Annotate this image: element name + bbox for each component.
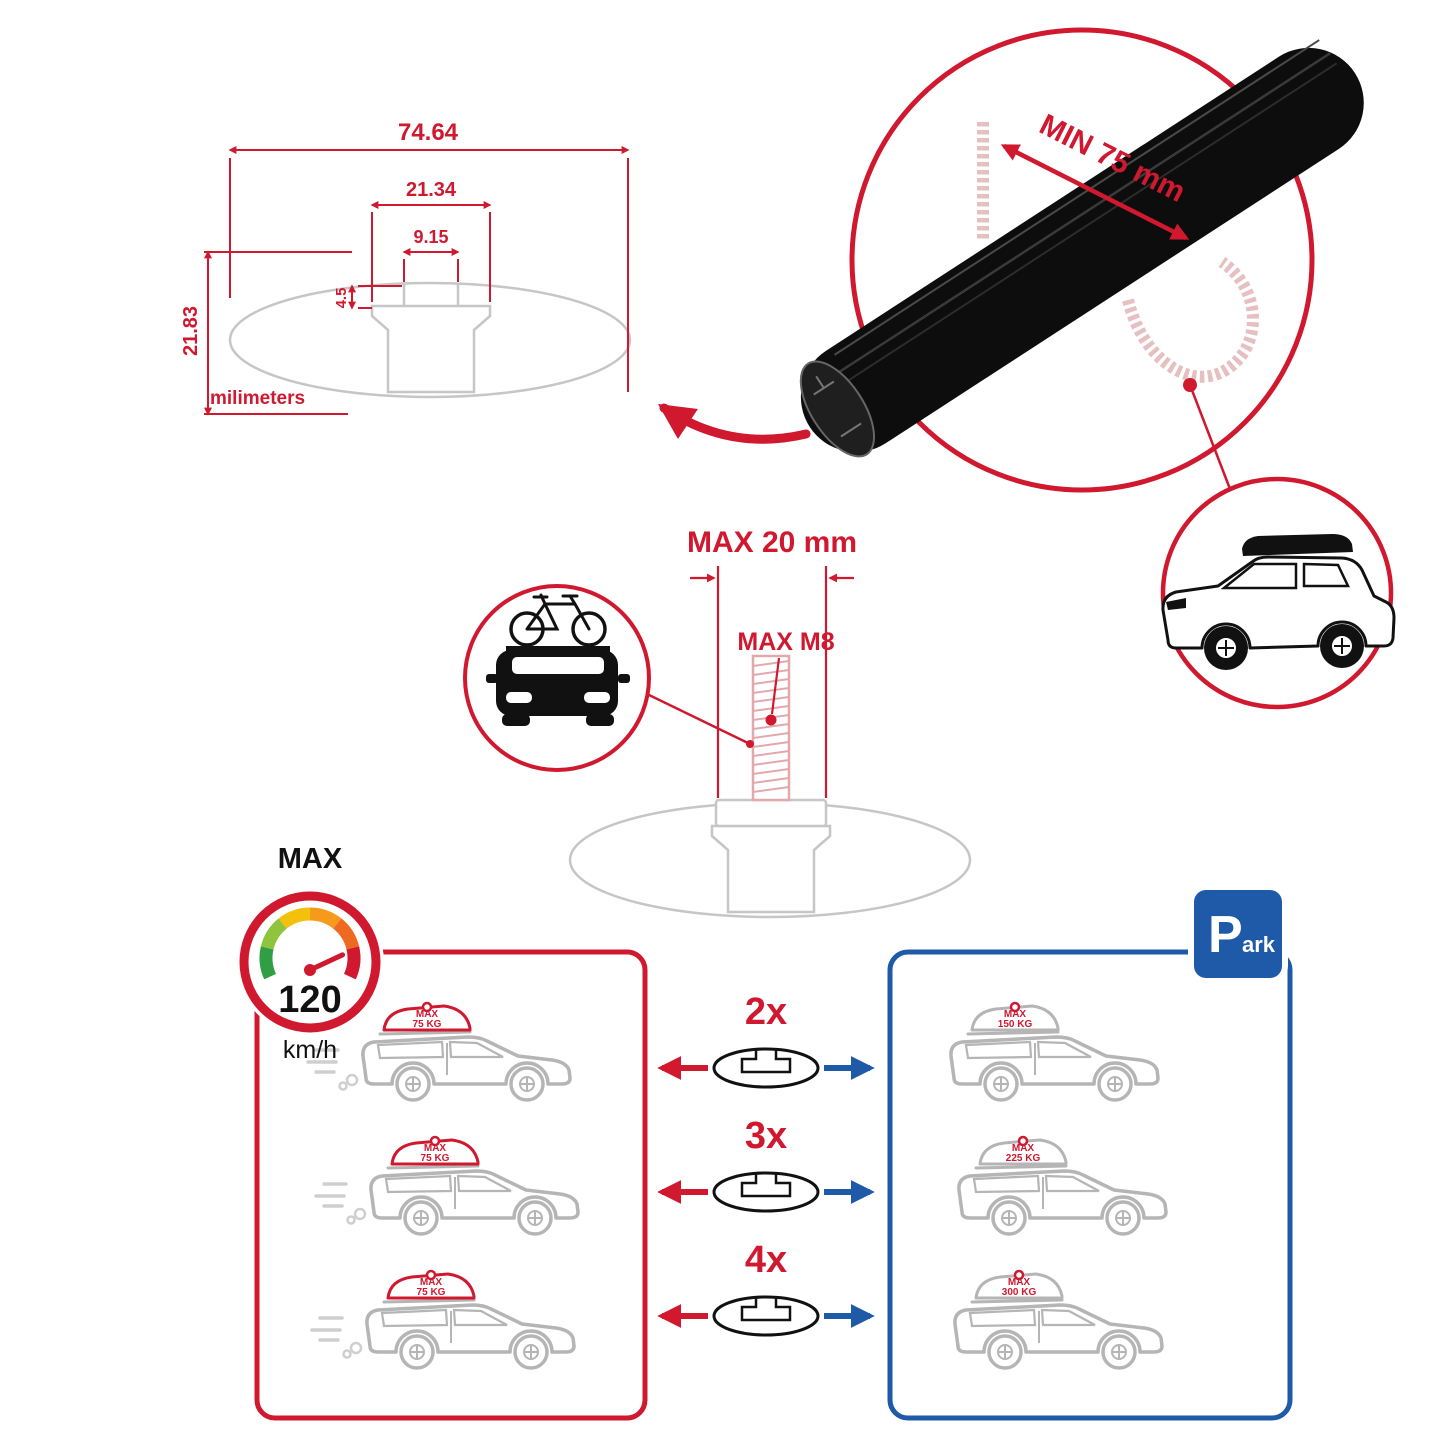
count-label-3x: 3x bbox=[745, 1115, 787, 1157]
bolt-profile-channel bbox=[710, 824, 832, 914]
roof-cargo: MAX 150 KG bbox=[970, 1001, 1060, 1032]
speed-value: 120 bbox=[278, 979, 341, 1021]
parked-car-row-2: MAX 225 KG bbox=[957, 1135, 1168, 1236]
bar-end-face bbox=[799, 360, 876, 458]
bike-icon bbox=[509, 593, 607, 647]
cargo-max-label: MAX bbox=[1008, 1277, 1031, 1288]
unit-label: milimeters bbox=[210, 388, 305, 409]
roof-cargo: MAX 75 KG bbox=[386, 1269, 476, 1300]
dim-label-overall-width: 74.64 bbox=[398, 119, 459, 146]
driving-car-row-3: MAX 75 KG bbox=[310, 1269, 576, 1370]
cargo-max-label: MAX bbox=[424, 1143, 447, 1154]
bike-car-badge bbox=[463, 584, 754, 772]
cargo-load-label: 75 KG bbox=[421, 1153, 450, 1164]
car-front-icon bbox=[486, 646, 630, 726]
detail-circle bbox=[849, 27, 1315, 493]
cargo-load-label: 75 KG bbox=[417, 1287, 446, 1298]
park-sign-letter: P bbox=[1208, 906, 1243, 964]
profile-dimension-diagram: 74.64 21.34 9.15 4.5 21.83 milimeters bbox=[180, 119, 811, 444]
roofbox-suv-badge bbox=[1160, 476, 1396, 710]
max-length-label: MAX 20 mm bbox=[687, 526, 857, 559]
bolt-spec-diagram: MAX 20 mm MAX M8 bbox=[463, 526, 972, 919]
crossbar-section-icon bbox=[712, 1171, 820, 1213]
speed-unit: km/h bbox=[283, 1036, 337, 1064]
cargo-max-label: MAX bbox=[420, 1277, 443, 1288]
dim-ext-overall-width bbox=[229, 158, 629, 392]
clamp-loop bbox=[1122, 257, 1259, 383]
crossbar-section-icon bbox=[712, 1047, 820, 1089]
dim-label-slot-width: 9.15 bbox=[413, 227, 448, 247]
crossbar-count-column: 2x 3x 4x bbox=[657, 991, 875, 1337]
suv-headlight bbox=[1166, 598, 1186, 610]
dim-ext-slot-width bbox=[403, 259, 459, 282]
max-thread-leader bbox=[770, 657, 781, 715]
dim-ext-slot-depth bbox=[358, 285, 402, 309]
parked-car-row-3: MAX 300 KG bbox=[953, 1269, 1164, 1370]
min-clamp-arrow bbox=[1000, 143, 1190, 241]
roof-cargo: MAX 75 KG bbox=[382, 1001, 472, 1032]
pointer-arrow-to-profile bbox=[658, 403, 811, 444]
bar-profile-slot bbox=[402, 284, 460, 306]
count-label-2x: 2x bbox=[745, 991, 787, 1033]
cargo-load-label: 75 KG bbox=[413, 1019, 442, 1030]
t-nut-flange bbox=[714, 798, 828, 828]
speed-max-label: MAX bbox=[278, 843, 343, 875]
count-label-4x: 4x bbox=[745, 1239, 787, 1281]
dim-label-channel-width: 21.34 bbox=[406, 179, 457, 201]
crossbar-section-icon bbox=[712, 1295, 820, 1337]
cargo-max-label: MAX bbox=[1004, 1009, 1027, 1020]
park-sign-rest: ark bbox=[1242, 932, 1276, 957]
thread-point-dot bbox=[765, 714, 777, 726]
cargo-load-label: 300 KG bbox=[1002, 1287, 1037, 1298]
max-thread-label: MAX M8 bbox=[737, 628, 834, 656]
bar-profile-channel bbox=[370, 304, 492, 394]
park-sign: P ark bbox=[1188, 884, 1288, 984]
connector-line-bolt bbox=[646, 692, 751, 746]
driving-car-row-1: MAX 75 KG bbox=[306, 1001, 572, 1102]
suv-windshield bbox=[1220, 562, 1298, 590]
driving-car-row-2: MAX 75 KG bbox=[314, 1135, 580, 1236]
roof-cargo: MAX 300 KG bbox=[974, 1269, 1064, 1300]
cargo-max-label: MAX bbox=[1012, 1143, 1035, 1154]
cargo-load-label: 150 KG bbox=[998, 1019, 1033, 1030]
max-length-ext-lines bbox=[716, 566, 828, 798]
cargo-load-label: 225 KG bbox=[1006, 1153, 1041, 1164]
threaded-bolt bbox=[751, 654, 791, 802]
crossbar-detail: MIN 75 mm bbox=[799, 27, 1364, 493]
roof-cargo: MAX 75 KG bbox=[390, 1135, 480, 1166]
speed-limit-gauge: MAX 120 km/h bbox=[236, 843, 384, 1064]
dim-ext-overall-height bbox=[204, 251, 352, 415]
suv-side-window bbox=[1302, 562, 1350, 588]
connector-line-suv bbox=[1188, 384, 1232, 490]
roof-box bbox=[1242, 534, 1353, 556]
cargo-max-label: MAX bbox=[416, 1009, 439, 1020]
dim-label-slot-depth: 4.5 bbox=[333, 288, 350, 309]
gauge-arc bbox=[259, 907, 361, 980]
parked-car-row-1: MAX 150 KG bbox=[949, 1001, 1160, 1102]
roof-cargo: MAX 225 KG bbox=[978, 1135, 1068, 1166]
dim-label-overall-height: 21.83 bbox=[180, 306, 202, 356]
crossbar-render bbox=[799, 39, 1364, 458]
gauge-needle-pivot bbox=[304, 964, 316, 976]
